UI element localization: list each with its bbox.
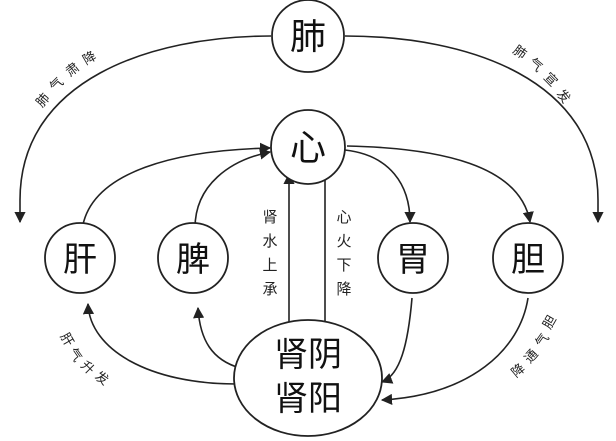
liver-to-heart-arrow bbox=[81, 142, 272, 231]
spleen-node: 脾 bbox=[157, 222, 229, 294]
svg-text:气: 气 bbox=[47, 74, 68, 95]
svg-text:升: 升 bbox=[77, 358, 97, 378]
svg-text:气: 气 bbox=[65, 345, 86, 365]
spleen-label: 脾 bbox=[176, 240, 210, 280]
svg-text:肝: 肝 bbox=[57, 331, 76, 350]
svg-text:肺: 肺 bbox=[510, 43, 529, 63]
stomach-label: 胃 bbox=[396, 240, 430, 280]
spleen-to-heart-arrow bbox=[194, 148, 272, 229]
lung-node: 肺 bbox=[271, 0, 345, 73]
heart-node: 心 bbox=[270, 109, 346, 185]
heart-label: 心 bbox=[290, 128, 326, 169]
svg-text:降: 降 bbox=[509, 361, 529, 381]
lung-to-liver-arc bbox=[14, 35, 272, 224]
heart-to-gallbladder-arrow bbox=[346, 145, 534, 224]
svg-text:心: 心 bbox=[336, 208, 351, 226]
stomach-to-kidney-arrow bbox=[380, 297, 413, 384]
svg-text:上: 上 bbox=[262, 256, 277, 274]
svg-text:水: 水 bbox=[262, 232, 277, 250]
liver-node: 肝 bbox=[44, 222, 116, 294]
svg-text:宣: 宣 bbox=[540, 70, 561, 91]
svg-text:承: 承 bbox=[262, 280, 277, 298]
lung-label: 肺 bbox=[290, 17, 326, 58]
svg-text:降: 降 bbox=[336, 280, 351, 298]
svg-text:发: 发 bbox=[92, 368, 112, 389]
kidney-node: 肾阴 肾阳 bbox=[233, 319, 383, 437]
kidney-to-liver-arrow bbox=[82, 302, 237, 385]
svg-text:下: 下 bbox=[336, 256, 351, 274]
svg-text:火: 火 bbox=[336, 232, 351, 250]
svg-text:胆: 胆 bbox=[540, 313, 559, 332]
svg-text:肾: 肾 bbox=[262, 208, 277, 226]
kidney-to-spleen-arrow bbox=[193, 306, 241, 369]
gallbladder-label: 胆 bbox=[511, 240, 545, 280]
gall-descend-label: 胆 气 通 降 bbox=[509, 313, 560, 381]
svg-text:通: 通 bbox=[522, 347, 542, 367]
heart-to-stomach-arrow bbox=[344, 149, 416, 224]
svg-text:肺: 肺 bbox=[34, 91, 54, 111]
svg-text:气: 气 bbox=[525, 55, 545, 76]
right-arc-label: 肺 气 宣 发 bbox=[510, 43, 574, 107]
svg-text:肃: 肃 bbox=[63, 60, 82, 80]
heart-fire-label: 心 火 下 降 bbox=[336, 208, 351, 298]
gallbladder-node: 胆 bbox=[492, 222, 564, 294]
kidney-water-label: 肾 水 上 承 bbox=[262, 208, 277, 298]
lung-to-gallbladder-arc bbox=[344, 35, 604, 224]
svg-text:降: 降 bbox=[81, 49, 100, 68]
svg-text:气: 气 bbox=[532, 330, 553, 350]
gallbladder-to-kidney-arrow bbox=[380, 297, 529, 406]
liver-label: 肝 bbox=[63, 240, 97, 280]
svg-text:发: 发 bbox=[553, 86, 574, 106]
kidney-yang-label: 肾阳 bbox=[274, 379, 342, 419]
stomach-node: 胃 bbox=[377, 222, 449, 294]
kidney-yin-label: 肾阴 bbox=[274, 335, 342, 375]
